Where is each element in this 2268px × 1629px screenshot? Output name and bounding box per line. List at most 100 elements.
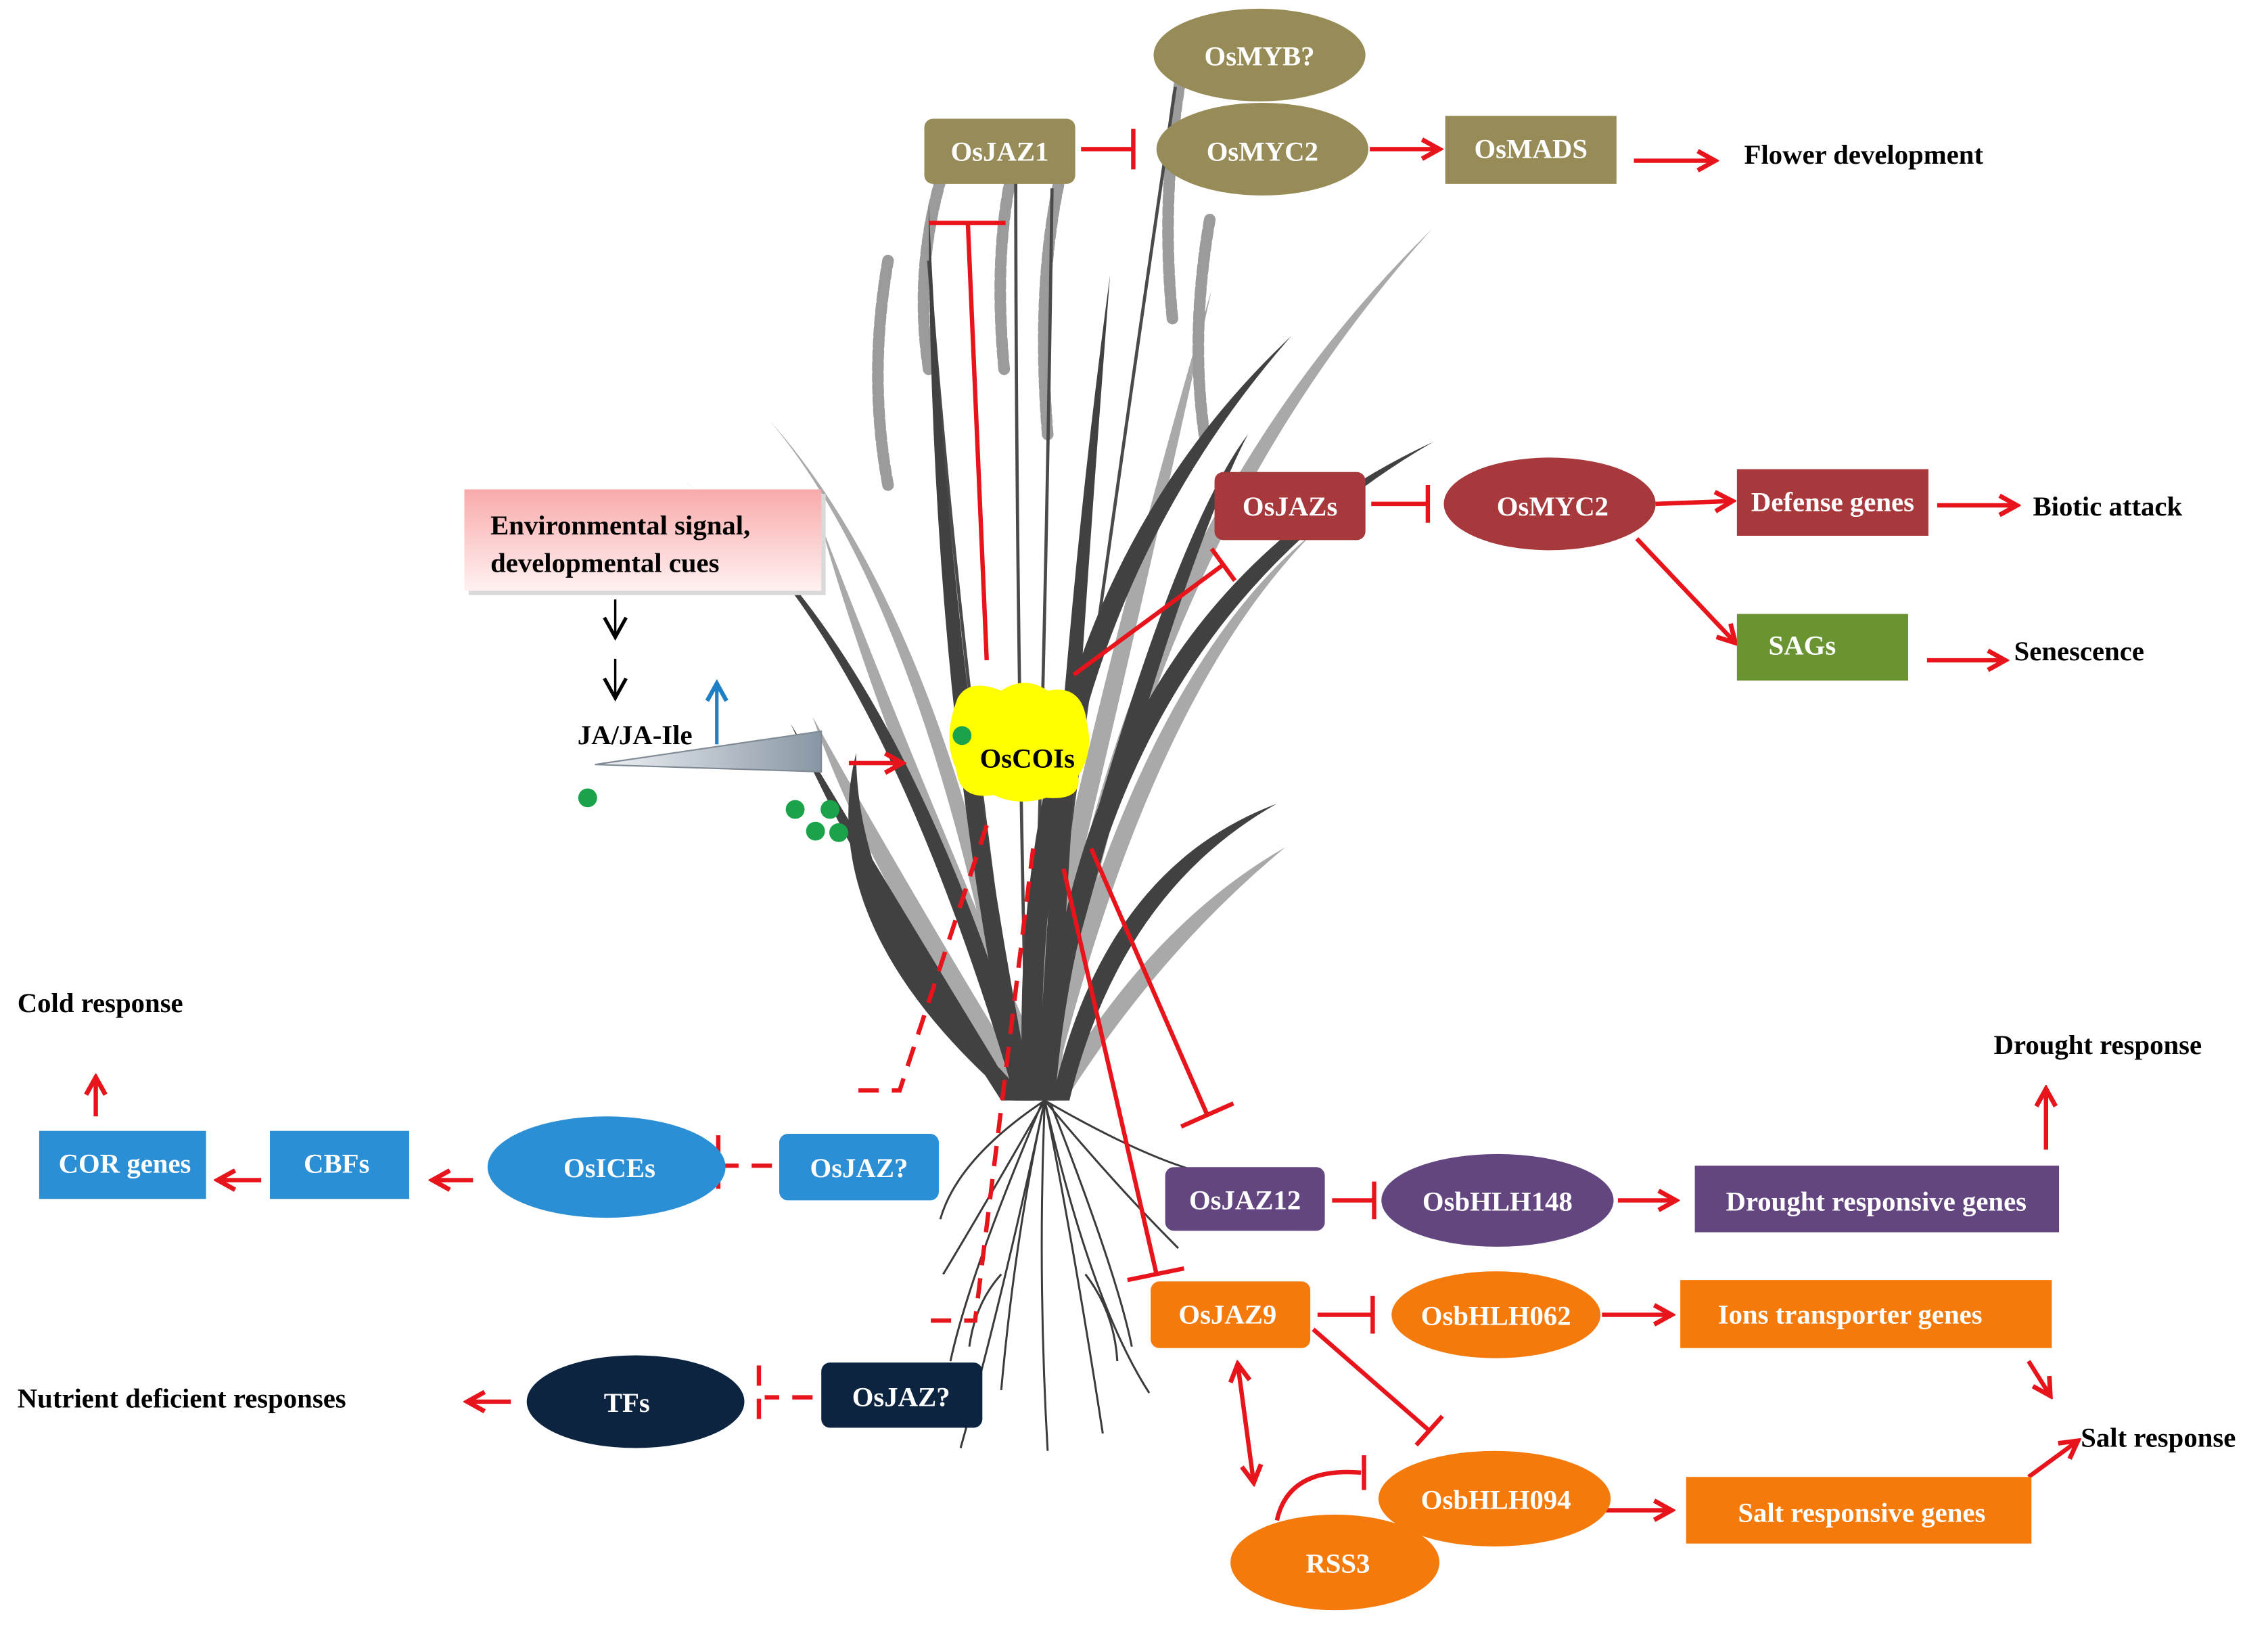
dashed-oscois-cold-jaz — [846, 825, 989, 1093]
osbhlh094-label: OsbHLH094 — [1421, 1484, 1571, 1515]
inhibition-oscois-osjaz1 — [928, 221, 1006, 661]
drought-genes-label: Drought responsive genes — [1726, 1186, 2027, 1216]
panicle — [917, 175, 946, 375]
inhibition-osjaz9-osbhlh062 — [1317, 1295, 1375, 1334]
ion-genes-label: Ions transporter genes — [1718, 1299, 1983, 1329]
root — [1000, 1100, 1046, 1390]
osjazs-label: OsJAZs — [1243, 491, 1337, 522]
osmads-node — [1445, 116, 1617, 184]
osjazs-node — [1214, 472, 1366, 541]
drought-response-label: Drought response — [1994, 1030, 2202, 1060]
arrow-salt-genes-salt — [2027, 1441, 2078, 1479]
arrow-ion-genes-salt — [2027, 1360, 2050, 1396]
inhibition-osjazs-osmyc2 — [1371, 485, 1431, 523]
defense-genes-node — [1736, 469, 1929, 536]
root — [1084, 1273, 1119, 1362]
salt-genes-node — [1686, 1477, 2032, 1544]
leaf — [928, 202, 1034, 1101]
defense-pathway: OsJAZs OsMYC2 Defense genes Biotic attac… — [1214, 457, 2183, 681]
nutrient-response-label: Nutrient deficient responses — [18, 1383, 346, 1414]
ja-dot — [820, 800, 840, 819]
ion-genes-node — [1680, 1280, 2052, 1348]
signal-box-line1: Environmental signal, — [490, 510, 750, 541]
osjaz1-label: OsJAZ1 — [951, 137, 1049, 167]
salt-response-label: Salt response — [2081, 1422, 2236, 1452]
leaf — [1042, 434, 1248, 1014]
inhibition-oscois-osjazs — [1072, 547, 1237, 677]
leaf — [1037, 275, 1111, 1101]
inhibition-osjaz1-osmyc2 — [1081, 129, 1136, 170]
ja-dot — [578, 788, 597, 808]
signal-box-line2: developmental cues — [490, 548, 719, 578]
arrow-osmyc2-sags — [1635, 537, 1736, 643]
leaf — [1052, 803, 1277, 1101]
osmyc2-flower-node — [1156, 102, 1368, 196]
osmyc2-defense-node — [1443, 457, 1656, 551]
leaf — [1047, 847, 1286, 1101]
osbhlh148-node — [1381, 1153, 1614, 1247]
root — [1044, 1100, 1151, 1394]
osjaz1-node — [924, 118, 1075, 184]
leaf — [678, 478, 1035, 1101]
salt-genes-label: Salt responsive genes — [1738, 1498, 1985, 1528]
cold-response-label: Cold response — [18, 988, 183, 1018]
hormone-gradient-wedge — [595, 730, 823, 773]
panicle — [1193, 211, 1216, 440]
inhibition-osjaz9-osbhlh094 — [1312, 1327, 1444, 1447]
root — [942, 1099, 1046, 1275]
osmyc2-defense-label: OsMYC2 — [1497, 491, 1609, 522]
osbhlh062-label: OsbHLH062 — [1421, 1301, 1571, 1331]
leaf — [1033, 532, 1314, 1101]
osjaz12-node — [1165, 1167, 1325, 1231]
panicles — [872, 78, 1216, 491]
inhibition-oscois-osjaz9 — [1061, 868, 1185, 1283]
cbfs-label: CBFs — [304, 1149, 369, 1179]
nutrient-pathway: OsJAZ? TFs Nutrient deficient responses — [18, 1355, 983, 1448]
nutrient-osjaz-label: OsJAZ? — [852, 1381, 950, 1412]
panicle — [1162, 78, 1186, 325]
sags-node — [1736, 614, 1908, 681]
flower-pathway: OsMYB? OsJAZ1 OsMYC2 OsMADS Flower devel… — [924, 8, 1984, 196]
inhibition-oscois-osjaz12 — [1089, 848, 1234, 1129]
arrow-osmyc2-defense-genes — [1655, 501, 1733, 504]
osbhlh148-label: OsbHLH148 — [1422, 1186, 1573, 1216]
environmental-signal-box: Environmental signal, developmental cues — [464, 489, 826, 595]
osices-node — [487, 1116, 726, 1218]
dashed-oscois-nutrient-jaz — [928, 848, 1036, 1323]
root — [939, 1099, 1046, 1220]
oscois-receptor: OsCOIs — [949, 683, 1090, 802]
ja-molecule-dots — [578, 788, 848, 842]
interaction-osjaz9-rss3 — [1238, 1364, 1254, 1483]
tfs-node — [526, 1355, 745, 1448]
osmyb-label: OsMYB? — [1205, 41, 1315, 71]
osmyb-node — [1153, 8, 1366, 101]
leaf — [848, 753, 1031, 1101]
signal-box — [464, 489, 822, 591]
flower-development-label: Flower development — [1744, 139, 1984, 170]
biotic-attack-label: Biotic attack — [2033, 491, 2182, 522]
cbfs-node — [270, 1130, 409, 1199]
receptor-blob — [949, 683, 1090, 802]
osjaz9-node — [1151, 1281, 1311, 1348]
osjaz12-label: OsJAZ12 — [1189, 1185, 1301, 1215]
osjaz9-label: OsJAZ9 — [1178, 1299, 1276, 1329]
ja-dot — [829, 823, 848, 842]
hormone-label: JA/JA-Ile — [578, 720, 693, 750]
osices-label: OsICEs — [563, 1153, 655, 1183]
inhibition-rss3-osbhlh094 — [1274, 1455, 1366, 1521]
cor-genes-label: COR genes — [59, 1149, 191, 1179]
osmyc2-flower-label: OsMYC2 — [1207, 137, 1318, 167]
root — [968, 1273, 1002, 1347]
inhibition-osjaz12-osbhlh148 — [1332, 1181, 1376, 1220]
senescence-label: Senescence — [2014, 636, 2144, 666]
ja-dot — [806, 821, 825, 841]
panicle — [1038, 175, 1065, 440]
drought-pathway: OsJAZ12 OsbHLH148 Drought responsive gen… — [1165, 1030, 2202, 1247]
ja-dot — [952, 726, 972, 745]
osbhlh062-node — [1391, 1271, 1601, 1358]
drought-genes-node — [1694, 1166, 2060, 1233]
root — [1049, 1103, 1133, 1347]
cold-osjaz-label: OsJAZ? — [810, 1153, 908, 1183]
cold-osjaz-node — [779, 1133, 939, 1201]
leaf — [1027, 290, 1212, 1014]
